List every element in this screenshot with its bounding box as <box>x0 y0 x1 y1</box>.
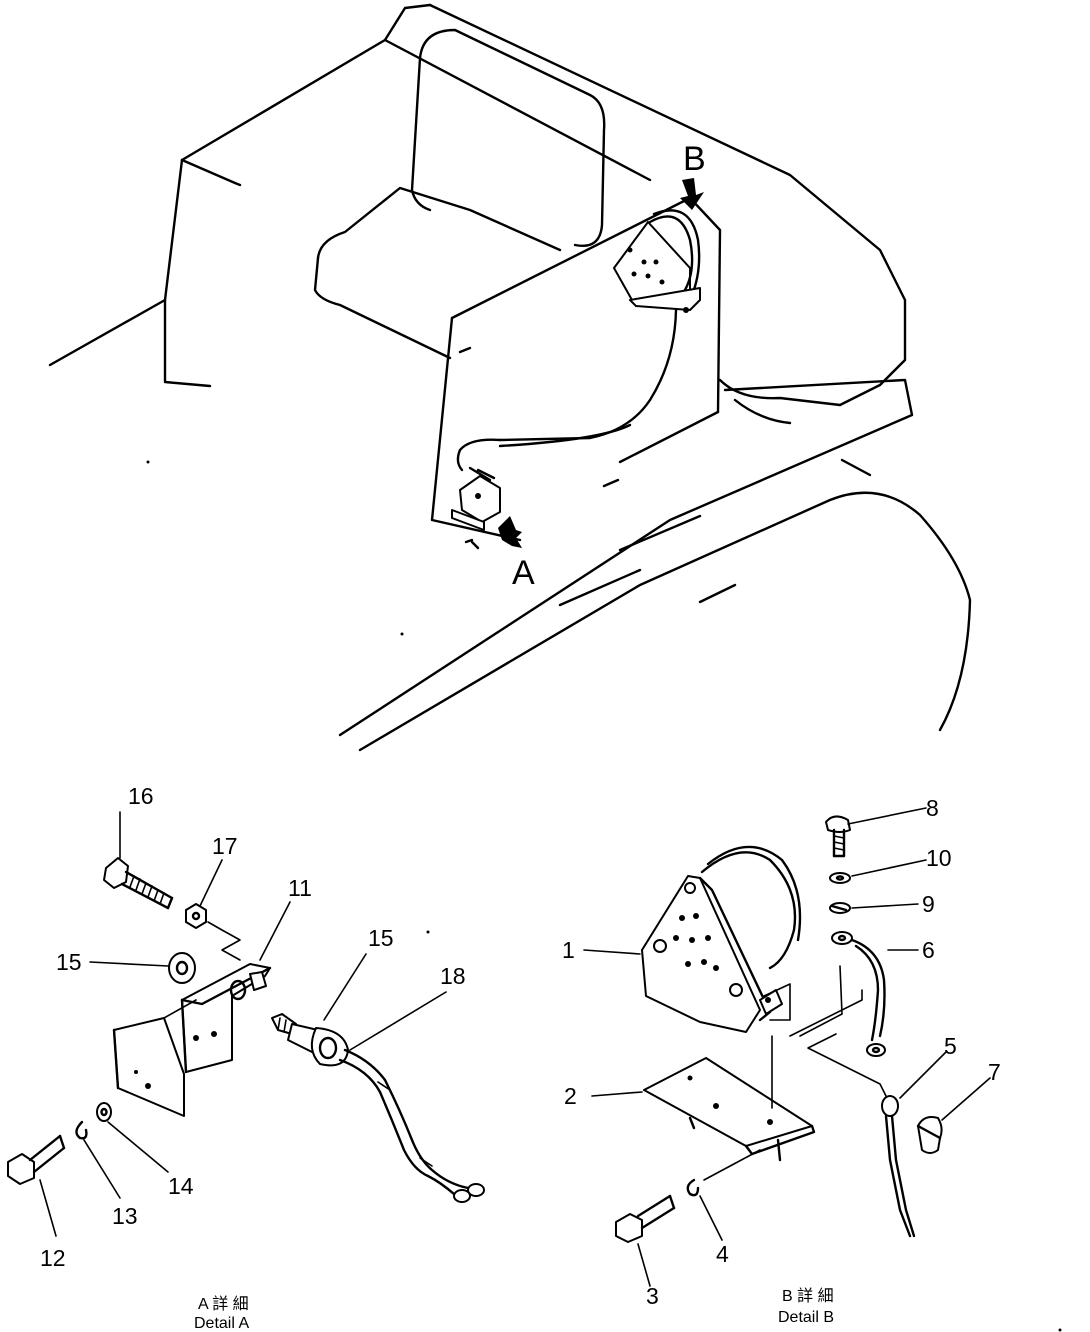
detail-a: 16 17 11 15 15 18 14 13 12 A 詳 細 Detail … <box>7 783 485 1332</box>
specks <box>146 460 1062 1332</box>
detail-a-caption-jp: A 詳 細 <box>198 1295 249 1313</box>
spring-washer-13 <box>75 1120 88 1140</box>
view-arrow-a-icon <box>498 516 522 548</box>
detail-a-caption-en: Detail A <box>194 1315 249 1332</box>
mounting-plate-2 <box>643 1057 816 1162</box>
callout-4: 4 <box>716 1241 729 1267</box>
bolt-16 <box>103 857 174 910</box>
bolt-12 <box>7 1134 66 1185</box>
callout-7: 7 <box>988 1059 1001 1085</box>
ground-wire-6 <box>831 931 886 1057</box>
callout-2: 2 <box>564 1083 577 1109</box>
overview-assembly: B A <box>48 3 972 752</box>
horn-installed <box>613 209 701 313</box>
callout-5: 5 <box>944 1033 957 1059</box>
callout-8: 8 <box>926 795 939 821</box>
callout-16: 16 <box>128 783 154 809</box>
wire-5 <box>881 1095 916 1238</box>
view-arrow-b-icon <box>680 178 704 210</box>
callout-3: 3 <box>646 1283 659 1309</box>
cap-7 <box>916 1116 943 1154</box>
switch-installed <box>451 466 501 531</box>
horn-1 <box>641 845 802 1033</box>
spring-washer-9 <box>829 902 851 914</box>
bracket-11 <box>180 963 272 1074</box>
callout-13: 13 <box>112 1203 138 1229</box>
nut-17 <box>185 903 207 929</box>
callout-9: 9 <box>922 891 935 917</box>
detail-b: 1 2 3 4 5 6 7 8 9 10 B 詳 細 Detail B <box>562 795 1001 1326</box>
callout-15-grommet: 15 <box>56 949 82 975</box>
callout-1: 1 <box>562 937 575 963</box>
view-marker-b: B <box>683 140 706 178</box>
detail-b-caption-en: Detail B <box>778 1309 834 1326</box>
bolt-8 <box>825 815 851 858</box>
callout-12: 12 <box>40 1245 66 1271</box>
callout-10: 10 <box>926 845 952 871</box>
bolt-3 <box>615 1194 676 1243</box>
callout-15-switch: 15 <box>368 925 394 951</box>
callout-18: 18 <box>440 963 466 989</box>
callout-11: 11 <box>288 875 312 901</box>
callout-6: 6 <box>922 937 935 963</box>
washer-10 <box>829 872 851 884</box>
switch-15 <box>271 1013 349 1067</box>
mounting-tab <box>112 1017 185 1117</box>
lead-wire-18 <box>338 1048 485 1203</box>
callout-17: 17 <box>212 833 238 859</box>
view-marker-a: A <box>512 554 535 592</box>
callout-14: 14 <box>168 1173 194 1199</box>
spring-washer-4 <box>686 1178 700 1197</box>
detail-b-caption-jp: B 詳 細 <box>782 1287 834 1305</box>
grommet-15 <box>168 952 196 984</box>
washer-14 <box>96 1102 112 1122</box>
